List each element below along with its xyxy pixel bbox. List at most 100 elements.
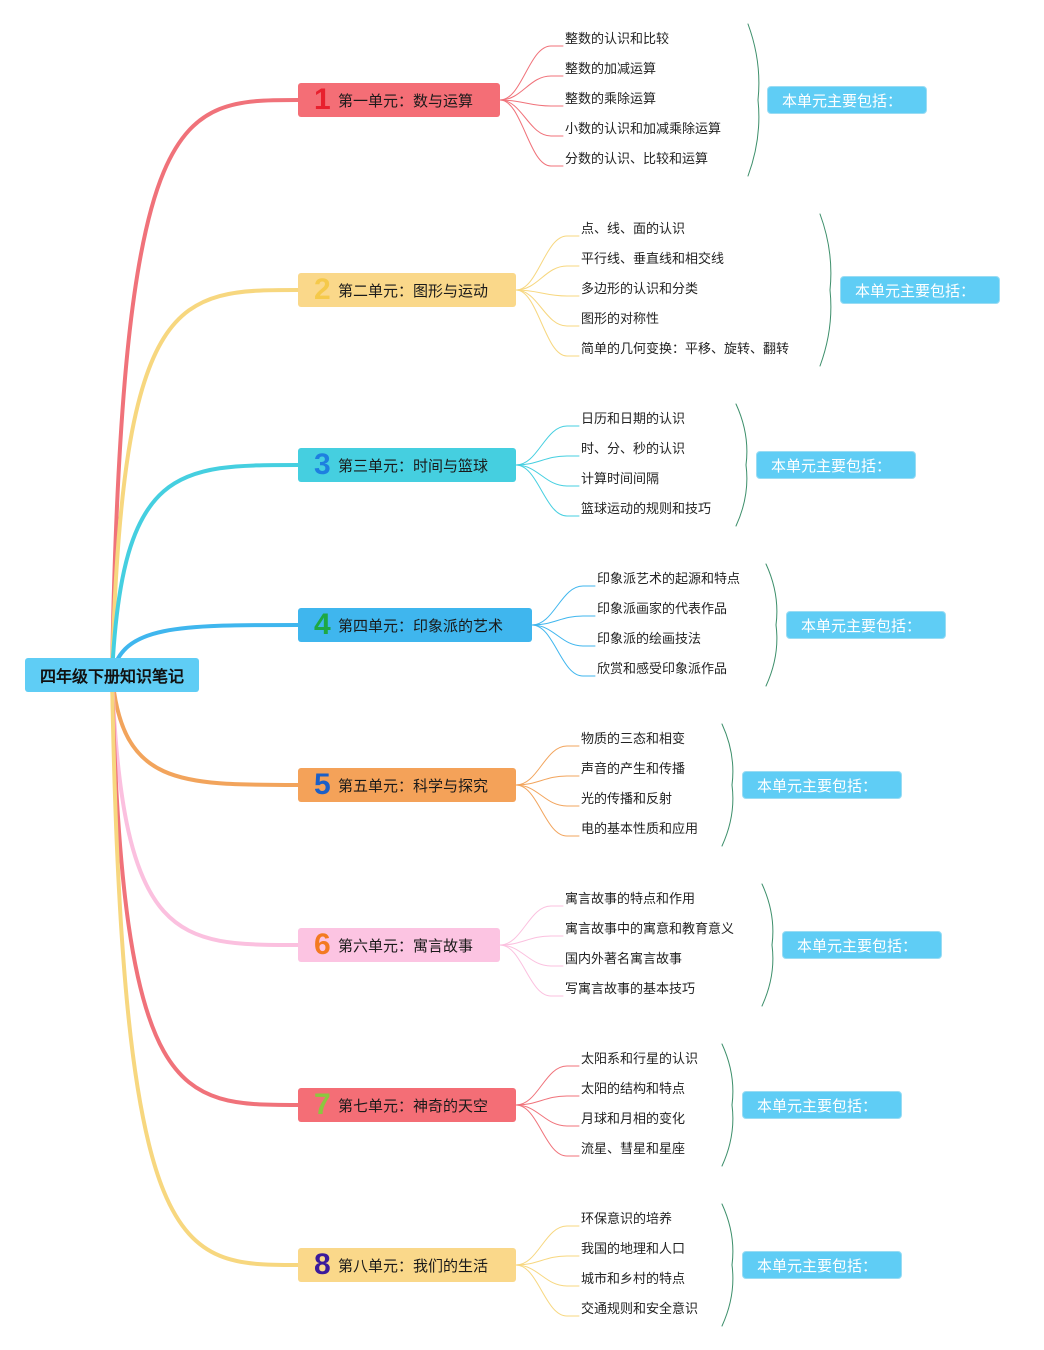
unit-6-leaf-connector bbox=[499, 935, 564, 946]
unit-8-topic-item[interactable]: 环保意识的培养 bbox=[581, 1212, 673, 1227]
root-to-unit-1-line bbox=[110, 98, 300, 677]
unit-number-icon: 7 bbox=[314, 1088, 331, 1121]
unit-4-topic-item[interactable]: 印象派的绘画技法 bbox=[597, 632, 702, 647]
root-to-unit-5-line bbox=[110, 673, 300, 787]
root-to-unit-8-line bbox=[110, 673, 300, 1267]
unit-label: 第七单元：神奇的天空 bbox=[338, 1096, 489, 1115]
unit-3-leaf-connector bbox=[515, 425, 580, 466]
unit-1-topic-item[interactable]: 整数的乘除运算 bbox=[565, 92, 657, 107]
unit-7-leaf-connector bbox=[515, 1104, 580, 1157]
unit-6-topic-item[interactable]: 写寓言故事的基本技巧 bbox=[565, 982, 696, 997]
unit-5-brace bbox=[721, 723, 734, 847]
unit-2-leaf-connector bbox=[515, 235, 580, 291]
unit-1-brace bbox=[747, 23, 760, 177]
mindmap-root-title[interactable]: 四年级下册知识笔记 bbox=[25, 658, 199, 692]
unit-2-leaf-connector bbox=[515, 289, 580, 327]
unit-1-leaf-connector bbox=[499, 45, 564, 101]
unit-7-leaf-connector bbox=[515, 1104, 580, 1127]
root-to-unit-2-line bbox=[110, 288, 300, 677]
unit-7-brace bbox=[721, 1043, 734, 1167]
unit-1-leaf-connector bbox=[499, 75, 564, 101]
unit-2-topic-item[interactable]: 简单的几何变换：平移、旋转、翻转 bbox=[581, 342, 790, 357]
unit-3-topic-item[interactable]: 计算时间间隔 bbox=[581, 472, 660, 487]
unit-4-leaf-connector bbox=[531, 624, 596, 677]
unit-3-topic-item[interactable]: 篮球运动的规则和技巧 bbox=[581, 502, 712, 517]
unit-number-icon: 1 bbox=[314, 83, 331, 116]
unit-7-node[interactable]: 7 第七单元：神奇的天空 bbox=[298, 1088, 516, 1122]
unit-2-leaf-connector bbox=[515, 265, 580, 291]
unit-6-topic-item[interactable]: 寓言故事的特点和作用 bbox=[565, 892, 696, 907]
unit-number-icon: 2 bbox=[314, 273, 331, 306]
unit-8-leaf-connector bbox=[515, 1255, 580, 1266]
unit-5-topic-item[interactable]: 光的传播和反射 bbox=[581, 792, 673, 807]
unit-2-topic-item[interactable]: 图形的对称性 bbox=[581, 312, 660, 327]
unit-4-summary-tag[interactable]: 本单元主要包括： bbox=[786, 611, 946, 639]
unit-8-topic-item[interactable]: 交通规则和安全意识 bbox=[581, 1302, 699, 1317]
unit-2-brace bbox=[819, 213, 832, 367]
unit-7-topic-item[interactable]: 月球和月相的变化 bbox=[581, 1112, 686, 1127]
unit-7-topic-item[interactable]: 太阳的结构和特点 bbox=[581, 1082, 686, 1097]
unit-4-topic-item[interactable]: 印象派艺术的起源和特点 bbox=[597, 572, 741, 587]
unit-1-topic-item[interactable]: 整数的加减运算 bbox=[565, 62, 657, 77]
unit-7-topic-item[interactable]: 太阳系和行星的认识 bbox=[581, 1052, 699, 1067]
unit-5-topic-item[interactable]: 电的基本性质和应用 bbox=[581, 822, 699, 837]
unit-4-leaf-connector bbox=[531, 615, 596, 626]
unit-8-topic-item[interactable]: 城市和乡村的特点 bbox=[581, 1272, 686, 1287]
unit-4-leaf-connector bbox=[531, 624, 596, 647]
unit-8-node[interactable]: 8 第八单元：我们的生活 bbox=[298, 1248, 516, 1282]
root-to-unit-3-line bbox=[110, 463, 300, 677]
unit-5-summary-tag[interactable]: 本单元主要包括： bbox=[742, 771, 902, 799]
unit-6-topic-item[interactable]: 国内外著名寓言故事 bbox=[565, 952, 683, 967]
unit-number-icon: 8 bbox=[314, 1248, 331, 1281]
unit-1-topic-item[interactable]: 分数的认识、比较和运算 bbox=[565, 152, 709, 167]
unit-3-leaf-connector bbox=[515, 464, 580, 487]
unit-2-leaf-connector bbox=[515, 289, 580, 357]
unit-2-topic-item[interactable]: 多边形的认识和分类 bbox=[581, 282, 699, 297]
unit-5-node[interactable]: 5 第五单元：科学与探究 bbox=[298, 768, 516, 802]
unit-3-topic-item[interactable]: 时、分、秒的认识 bbox=[581, 442, 686, 457]
unit-2-summary-tag[interactable]: 本单元主要包括： bbox=[840, 276, 1000, 304]
unit-4-leaf-connector bbox=[531, 585, 596, 626]
unit-3-topic-item[interactable]: 日历和日期的认识 bbox=[581, 412, 686, 427]
unit-8-summary-tag[interactable]: 本单元主要包括： bbox=[742, 1251, 902, 1279]
unit-5-leaf-connector bbox=[515, 775, 580, 786]
unit-5-leaf-connector bbox=[515, 784, 580, 807]
unit-1-topic-item[interactable]: 小数的认识和加减乘除运算 bbox=[565, 122, 722, 137]
unit-2-topic-item[interactable]: 平行线、垂直线和相交线 bbox=[581, 252, 725, 267]
unit-4-topic-item[interactable]: 欣赏和感受印象派作品 bbox=[597, 662, 728, 677]
unit-number-icon: 4 bbox=[314, 608, 331, 641]
unit-6-topic-item[interactable]: 寓言故事中的寓意和教育意义 bbox=[565, 922, 735, 937]
unit-label: 第六单元：寓言故事 bbox=[338, 936, 474, 955]
unit-3-leaf-connector bbox=[515, 464, 580, 517]
unit-number-icon: 3 bbox=[314, 448, 331, 481]
unit-6-summary-tag[interactable]: 本单元主要包括： bbox=[782, 931, 942, 959]
unit-5-topic-item[interactable]: 物质的三态和相变 bbox=[581, 732, 686, 747]
unit-3-summary-tag[interactable]: 本单元主要包括： bbox=[756, 451, 916, 479]
unit-4-topic-item[interactable]: 印象派画家的代表作品 bbox=[597, 602, 728, 617]
unit-1-topic-item[interactable]: 整数的认识和比较 bbox=[565, 32, 670, 47]
unit-5-topic-item[interactable]: 声音的产生和传播 bbox=[581, 762, 686, 777]
unit-1-summary-tag[interactable]: 本单元主要包括： bbox=[767, 86, 927, 114]
unit-number-icon: 6 bbox=[314, 928, 331, 961]
unit-3-brace bbox=[735, 403, 748, 527]
unit-6-node[interactable]: 6 第六单元：寓言故事 bbox=[298, 928, 500, 962]
unit-2-leaf-connector bbox=[515, 289, 580, 297]
unit-1-leaf-connector bbox=[499, 99, 564, 167]
unit-3-leaf-connector bbox=[515, 455, 580, 466]
unit-7-topic-item[interactable]: 流星、彗星和星座 bbox=[581, 1142, 686, 1157]
unit-1-leaf-connector bbox=[499, 99, 564, 137]
unit-5-leaf-connector bbox=[515, 784, 580, 837]
unit-7-summary-tag[interactable]: 本单元主要包括： bbox=[742, 1091, 902, 1119]
unit-label: 第五单元：科学与探究 bbox=[338, 776, 489, 795]
unit-6-leaf-connector bbox=[499, 905, 564, 946]
unit-number-icon: 5 bbox=[314, 768, 331, 801]
unit-8-leaf-connector bbox=[515, 1264, 580, 1287]
unit-2-topic-item[interactable]: 点、线、面的认识 bbox=[581, 222, 686, 237]
unit-label: 第八单元：我们的生活 bbox=[338, 1256, 489, 1275]
unit-8-topic-item[interactable]: 我国的地理和人口 bbox=[581, 1242, 686, 1257]
